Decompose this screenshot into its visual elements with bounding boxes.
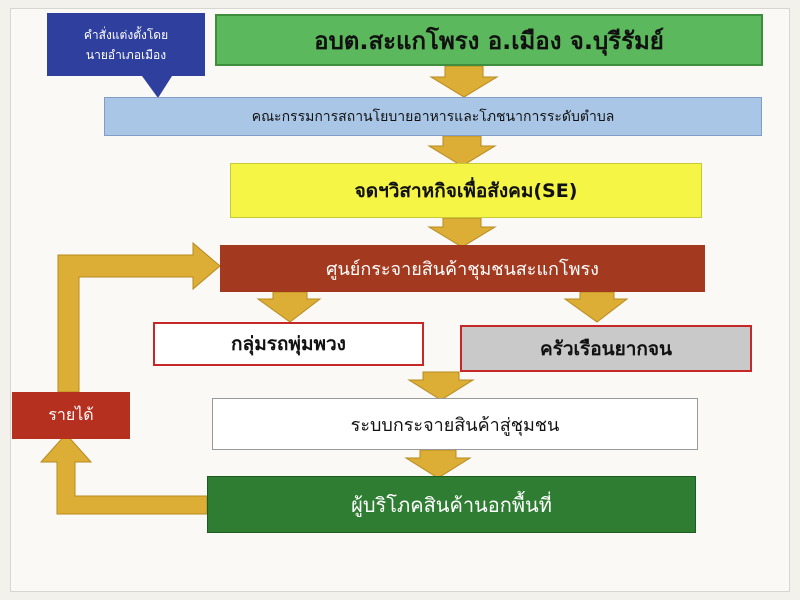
down-arrow-1 bbox=[429, 65, 499, 98]
note-line-2: นายอำเภอเมือง bbox=[85, 47, 167, 62]
note-pointer bbox=[142, 76, 172, 98]
outside-consumers-box: ผู้บริโภคสินค้านอกพื้นที่ bbox=[207, 476, 696, 533]
loop-arrow-upper bbox=[57, 241, 221, 393]
community-distribution-label: ระบบกระจายสินค้าสู่ชุมชน bbox=[350, 414, 560, 436]
pumpuang-group-label: กลุ่มรถพุ่มพวง bbox=[231, 333, 346, 355]
sao-label: อบต.สะแกโพรง อ.เมือง จ.บุรีรัมย์ bbox=[314, 26, 664, 55]
income-label: รายได้ bbox=[48, 405, 94, 424]
down-arrow-3 bbox=[427, 217, 497, 248]
down-arrow-4 bbox=[256, 291, 322, 323]
outside-consumers-label: ผู้บริโภคสินค้านอกพื้นที่ bbox=[351, 492, 552, 517]
community-distribution-box: ระบบกระจายสินค้าสู่ชุมชน bbox=[212, 398, 698, 450]
poor-households-box: ครัวเรือนยากจน bbox=[460, 325, 752, 372]
appointment-note: คำสั่งแต่งตั้งโดย นายอำเภอเมือง bbox=[47, 13, 205, 76]
note-line-1: คำสั่งแต่งตั้งโดย bbox=[83, 27, 169, 42]
se-box: จดฯวิสาหกิจเพื่อสังคม(SE) bbox=[230, 163, 702, 218]
poor-households-label: ครัวเรือนยากจน bbox=[539, 337, 673, 360]
down-arrow-6 bbox=[407, 371, 475, 401]
sao-box: อบต.สะแกโพรง อ.เมือง จ.บุรีรัมย์ bbox=[215, 14, 763, 66]
loop-arrow-lower bbox=[39, 433, 208, 515]
pumpuang-group-box: กลุ่มรถพุ่มพวง bbox=[153, 322, 424, 366]
down-arrow-7 bbox=[404, 449, 472, 479]
income-box: รายได้ bbox=[12, 392, 130, 439]
committee-label: คณะกรรมการสถานโยบายอาหารและโภชนาการระดับ… bbox=[251, 108, 615, 125]
down-arrow-5 bbox=[563, 291, 629, 323]
distribution-center-box: ศูนย์กระจายสินค้าชุมชนสะแกโพรง bbox=[220, 245, 705, 292]
se-label: จดฯวิสาหกิจเพื่อสังคม(SE) bbox=[354, 179, 578, 202]
distribution-center-label: ศูนย์กระจายสินค้าชุมชนสะแกโพรง bbox=[326, 259, 599, 280]
down-arrow-2 bbox=[427, 135, 497, 167]
committee-box: คณะกรรมการสถานโยบายอาหารและโภชนาการระดับ… bbox=[104, 97, 762, 136]
